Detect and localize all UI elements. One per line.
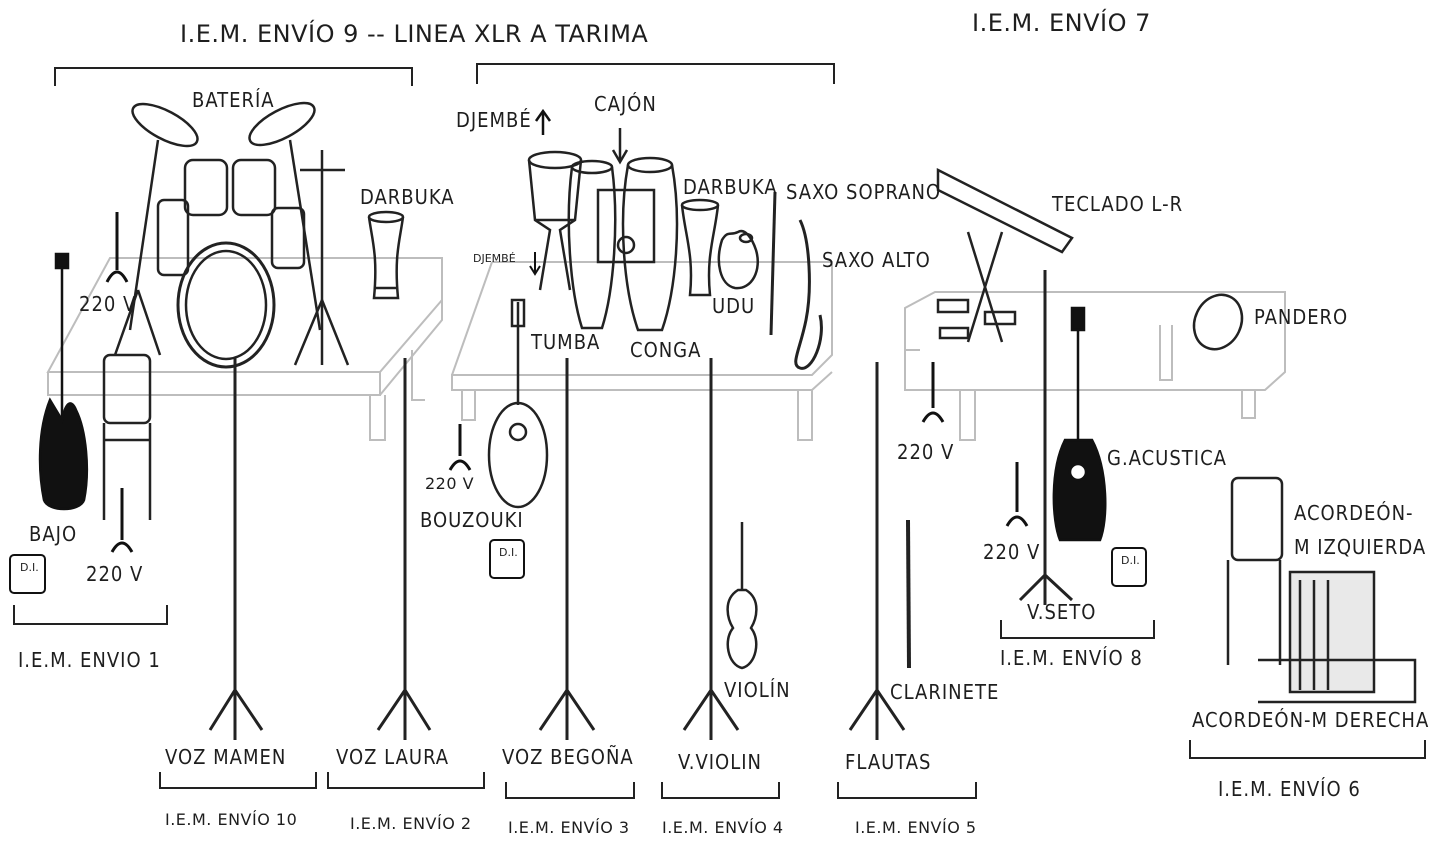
label-darbuka-mid: DARBUKA bbox=[683, 175, 778, 199]
label-iem-envio-3: I.E.M. ENVÍO 3 bbox=[508, 818, 630, 837]
accordion-icon bbox=[1258, 570, 1417, 704]
label-darbuka-left: DARBUKA bbox=[360, 185, 455, 209]
label-di-box-3: D.I. bbox=[1121, 554, 1140, 567]
di-box-icon bbox=[489, 539, 525, 579]
label-di-box-1: D.I. bbox=[20, 561, 39, 574]
power-tap-icon bbox=[110, 488, 134, 553]
bracket-voz-mamen bbox=[159, 772, 317, 789]
label-voz-mamen: VOZ MAMEN bbox=[165, 745, 287, 769]
bracket-v-seto bbox=[1000, 620, 1155, 639]
mic-stand-voz-begona-icon bbox=[538, 358, 596, 740]
label-bajo: BAJO bbox=[29, 522, 78, 546]
label-220v-3: 220 V bbox=[425, 474, 475, 493]
label-iem-envio-8: I.E.M. ENVÍO 8 bbox=[1000, 646, 1143, 670]
bracket-flautas bbox=[837, 782, 977, 799]
label-iem-envio-10: I.E.M. ENVÍO 10 bbox=[165, 810, 298, 829]
label-flautas: FLAUTAS bbox=[845, 750, 932, 774]
tumba-icon bbox=[567, 159, 617, 330]
label-djembe-up: DJEMBÉ bbox=[456, 108, 532, 132]
label-gacustica: G.ACUSTICA bbox=[1107, 446, 1227, 470]
mic-stand-flautas-icon bbox=[848, 362, 906, 740]
bouzouki-icon bbox=[487, 298, 549, 509]
label-acordeon-izquierda: ACORDEÓN- M IZQUIERDA bbox=[1294, 501, 1427, 559]
label-saxo-soprano: SAXO SOPRANO bbox=[786, 180, 942, 204]
riser-right bbox=[904, 291, 1286, 441]
label-voz-laura: VOZ LAURA bbox=[336, 745, 450, 769]
chair-right-icon bbox=[1226, 476, 1284, 665]
alto-sax-icon bbox=[794, 219, 823, 370]
bracket-voz-begona bbox=[505, 782, 635, 799]
mic-stand-voz-laura-icon bbox=[376, 358, 432, 740]
label-v-violin: V.VIOLIN bbox=[678, 750, 762, 774]
violin-icon bbox=[726, 522, 758, 670]
label-djembe-down: DJEMBÉ bbox=[473, 252, 516, 265]
power-tap-icon bbox=[921, 362, 945, 423]
bracket-acordeon bbox=[1189, 740, 1426, 759]
label-tumba: TUMBA bbox=[531, 330, 601, 354]
djembe-down-arrow-icon bbox=[529, 252, 541, 276]
label-iem-envio-2: I.E.M. ENVÍO 2 bbox=[350, 814, 472, 833]
header-iem-envio-7: I.E.M. ENVÍO 7 bbox=[972, 9, 1151, 37]
conga-icon bbox=[621, 156, 679, 332]
label-conga: CONGA bbox=[630, 338, 702, 362]
label-clarinete: CLARINETE bbox=[890, 680, 1000, 704]
mic-stand-v-violin-icon bbox=[682, 358, 740, 740]
bracket-voz-laura bbox=[327, 772, 485, 789]
clarinet-icon bbox=[906, 519, 911, 669]
udu-icon bbox=[717, 229, 759, 290]
chair-left-icon bbox=[102, 353, 152, 520]
power-tap-icon bbox=[448, 424, 472, 471]
bracket-iem9-left bbox=[54, 67, 413, 86]
label-di-box-2: D.I. bbox=[499, 546, 518, 559]
label-bouzouki: BOUZOUKI bbox=[420, 508, 524, 532]
darbuka-mid-icon bbox=[680, 198, 720, 297]
label-cajon: CAJÓN bbox=[594, 92, 657, 116]
label-iem-envio-5: I.E.M. ENVÍO 5 bbox=[855, 818, 977, 837]
mic-stand-v-seto-icon bbox=[1018, 270, 1074, 605]
label-saxo-alto: SAXO ALTO bbox=[822, 248, 931, 272]
mic-stand-voz-mamen-icon bbox=[208, 358, 264, 740]
label-pandero: PANDERO bbox=[1254, 305, 1349, 329]
bracket-v-violin bbox=[661, 782, 780, 799]
di-box-icon bbox=[9, 554, 46, 594]
label-iem-envio-4: I.E.M. ENVÍO 4 bbox=[662, 818, 784, 837]
label-udu: UDU bbox=[712, 294, 756, 318]
power-tap-icon bbox=[1005, 462, 1029, 527]
label-teclado: TECLADO L-R bbox=[1052, 192, 1184, 216]
label-bateria: BATERÍA bbox=[192, 88, 275, 112]
header-iem-envio-9: I.E.M. ENVÍO 9 -- LINEA XLR A TARIMA bbox=[180, 20, 649, 48]
djembe-up-arrow-icon bbox=[534, 108, 552, 135]
bass-guitar-icon bbox=[38, 252, 89, 511]
darbuka-left-icon bbox=[367, 210, 405, 300]
soprano-sax-icon bbox=[769, 191, 777, 336]
label-violin: VIOLÍN bbox=[724, 678, 791, 702]
label-220v-4: 220 V bbox=[897, 440, 955, 464]
label-voz-begona: VOZ BEGOÑA bbox=[502, 745, 634, 769]
riser-middle bbox=[451, 261, 833, 441]
keyboard-icon bbox=[936, 167, 1074, 343]
label-220v-2: 220 V bbox=[86, 562, 144, 586]
bracket-envio1 bbox=[13, 605, 168, 625]
label-v-seto: V.SETO bbox=[1027, 600, 1097, 624]
label-acordeon-derecha: ACORDEÓN-M DERECHA bbox=[1192, 708, 1430, 732]
cajon-icon bbox=[596, 128, 656, 264]
label-iem-envio-6: I.E.M. ENVÍO 6 bbox=[1218, 777, 1361, 801]
label-220v-5: 220 V bbox=[983, 540, 1041, 564]
riser-left bbox=[46, 257, 443, 441]
acoustic-guitar-icon bbox=[1052, 306, 1107, 542]
di-box-icon bbox=[1111, 547, 1147, 587]
pandero-icon bbox=[1192, 293, 1244, 351]
label-220v-1: 220 V bbox=[79, 292, 137, 316]
bracket-iem9-right bbox=[476, 63, 835, 84]
label-iem-envio-1: I.E.M. ENVIO 1 bbox=[18, 648, 161, 672]
power-tap-icon bbox=[105, 212, 129, 283]
drum-kit-icon bbox=[113, 101, 350, 369]
